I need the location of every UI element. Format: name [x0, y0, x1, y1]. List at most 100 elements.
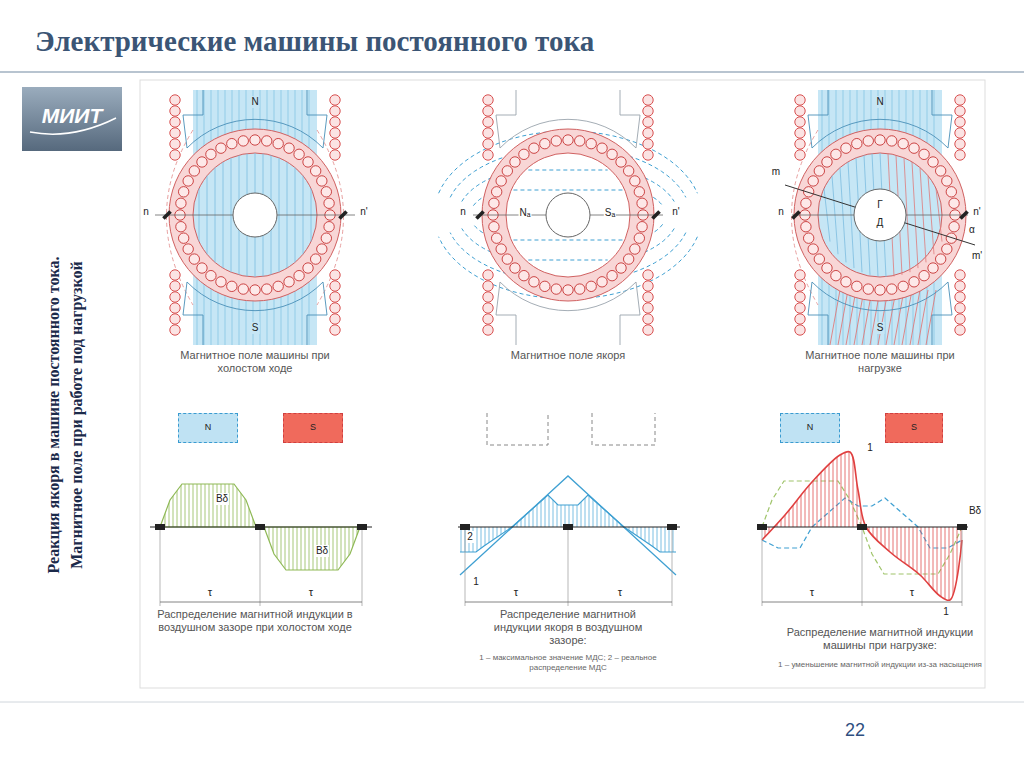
brush-marker [460, 524, 470, 530]
pole-pitch-tick [862, 527, 863, 606]
armature-conductor [273, 281, 283, 291]
pole-pitch-dimension [465, 602, 672, 603]
field-coil [955, 117, 965, 127]
neutral-line [590, 215, 663, 216]
field-region [818, 90, 942, 345]
armature-conductor [808, 244, 818, 254]
armature-conductor [284, 277, 294, 287]
armature-conductor [875, 135, 885, 145]
distorted-field-line [838, 290, 848, 345]
field-coil [330, 95, 340, 105]
field-coil [795, 303, 805, 313]
core-flux-line [528, 260, 607, 261]
field-coil [955, 303, 965, 313]
field-coil [643, 95, 653, 105]
armature-conductor [519, 270, 529, 280]
field-coil [955, 270, 965, 280]
pole-polarity-box: N [178, 413, 238, 443]
armature-conductor [616, 263, 626, 273]
neutral-label: n' [359, 206, 368, 218]
neutral-label: n' [671, 206, 680, 218]
field-coil [643, 325, 653, 335]
field-coil [330, 325, 340, 335]
armature-conductor [206, 270, 216, 280]
field-coil [483, 281, 493, 291]
armature-conductor [909, 143, 919, 153]
pole-pitch-label: τ [617, 586, 623, 599]
armature-conductor [502, 254, 512, 264]
armature-conductor [801, 198, 811, 208]
curve-number: 2 [466, 531, 474, 543]
field-coil [955, 314, 965, 324]
armature-conductor [310, 166, 320, 176]
armature-pole-label: Nₐ [519, 207, 532, 219]
neutral-line [792, 215, 854, 216]
field-coil [483, 117, 493, 127]
armature-conductor [317, 176, 327, 186]
armature-conductor [496, 176, 506, 186]
armature-conductor [831, 270, 841, 280]
field-coil [955, 325, 965, 335]
point-label: Г [876, 199, 883, 211]
pole-outline [496, 90, 640, 148]
pole-letter: S [310, 423, 316, 433]
armature-conductor [563, 285, 573, 295]
field-coil [955, 106, 965, 116]
pole-pitch-dimension [160, 602, 362, 603]
armature-conductor [634, 187, 644, 197]
pole-pitch-label: τ [909, 586, 915, 599]
field-coil [643, 292, 653, 302]
field-coil [643, 150, 653, 160]
field-coil [330, 281, 340, 291]
armature-core [506, 153, 630, 277]
armature-conductor [637, 198, 647, 208]
field-coil [483, 314, 493, 324]
angle-label: α [968, 224, 976, 236]
armature-conductor [502, 166, 512, 176]
brush-marker [857, 524, 867, 530]
armature-conductor [586, 138, 596, 148]
field-coil [170, 128, 180, 138]
armature-conductor [919, 149, 929, 159]
field-coil [643, 303, 653, 313]
field-coil [795, 314, 805, 324]
brush [475, 210, 485, 220]
armature-conductor [294, 149, 304, 159]
pole-label: S [251, 322, 260, 334]
neutral-line [473, 215, 546, 216]
side-heading: Реакция якоря в машине постоянного тока. [44, 180, 63, 650]
armature-conductor [551, 136, 561, 146]
figure-caption: Магнитное поле якоря [483, 349, 653, 362]
field-coil [955, 281, 965, 291]
armature-conductor [875, 285, 885, 295]
pole-letter: N [807, 423, 814, 433]
armature-conductor [863, 136, 873, 146]
field-region [193, 90, 317, 345]
shaft [546, 193, 590, 237]
armature-conductor [317, 244, 327, 254]
field-coil [483, 303, 493, 313]
pole-pitch-label: τ [513, 586, 519, 599]
armature-conductor [831, 149, 841, 159]
armature-conductor [949, 222, 959, 232]
pole-outline [183, 282, 327, 345]
field-coil [643, 270, 653, 280]
field-coil [795, 325, 805, 335]
footer-rule [0, 702, 1024, 703]
shaft [233, 193, 277, 237]
curve-number: 1 [942, 606, 950, 618]
neutral-line [906, 215, 968, 216]
armature-conductor [586, 281, 596, 291]
armature-conductor [822, 263, 832, 273]
armature-conductor [852, 281, 862, 291]
armature-conductor [489, 198, 499, 208]
machine-figure [155, 90, 355, 345]
armature-conductor [935, 166, 945, 176]
neutral-label: n' [972, 206, 981, 218]
field-coil [643, 128, 653, 138]
armature-conductor [183, 244, 193, 254]
armature-conductor [607, 270, 617, 280]
armature-conductor [575, 284, 585, 294]
core-flux-line [528, 170, 607, 171]
